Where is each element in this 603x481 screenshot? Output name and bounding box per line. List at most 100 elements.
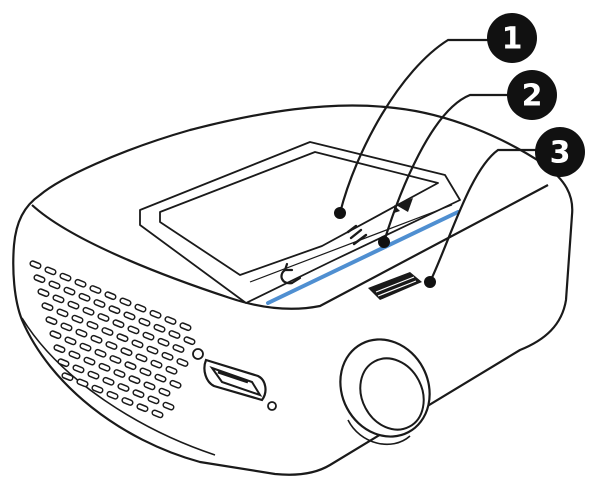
vent-slot	[78, 292, 91, 302]
vent-slot	[108, 305, 121, 315]
vent-slot	[123, 311, 136, 321]
vent-slot	[82, 306, 95, 316]
accent-strip	[266, 210, 460, 305]
vent-slot	[87, 370, 100, 380]
vent-slot	[136, 403, 149, 413]
vent-slot	[67, 300, 80, 310]
panel-divider	[249, 204, 453, 283]
vent-slot	[158, 387, 171, 397]
vent-slot	[183, 336, 196, 346]
touchpad-area	[159, 151, 439, 276]
vent-slot	[154, 373, 167, 383]
top-face-edge	[31, 184, 549, 310]
vent-slot	[116, 333, 129, 343]
vent-slot	[48, 280, 61, 290]
vent-slot	[139, 367, 152, 377]
vent-slot	[121, 397, 134, 406]
vent-slot	[94, 348, 107, 358]
callout-label-1: 1	[502, 22, 523, 57]
vent-slot	[83, 356, 96, 366]
vent-slot	[79, 342, 92, 352]
leader-line-2	[382, 93, 520, 243]
vent-slot	[56, 308, 69, 318]
vent-slot	[157, 337, 170, 347]
vent-slot	[128, 375, 141, 385]
vent-slot	[147, 395, 160, 405]
vent-slot	[146, 345, 159, 355]
callout-label-2: 2	[522, 79, 543, 114]
vent-slot	[44, 266, 57, 276]
vent-slot	[135, 353, 148, 363]
vent-slot	[104, 291, 117, 301]
vent-slot	[33, 274, 46, 284]
vent-slot	[165, 365, 178, 375]
usb-port-icon	[368, 272, 422, 300]
leader-dot-2	[378, 236, 390, 248]
vent-slot	[60, 322, 73, 332]
vent-slot	[45, 316, 58, 326]
vent-slot	[142, 331, 155, 341]
callout-3: 3	[535, 127, 585, 177]
led-indicator	[192, 348, 204, 360]
vent-slot	[101, 327, 114, 336]
vent-slot	[153, 323, 166, 333]
reset-hole	[267, 401, 277, 411]
lens-icon	[339, 338, 431, 445]
hdmi-port-icon	[203, 358, 267, 402]
vent-slot	[105, 341, 118, 350]
front-bottom-edge	[21, 317, 216, 456]
vent-slot	[164, 316, 177, 325]
vent-slot	[93, 299, 106, 308]
vent-slot	[176, 358, 189, 367]
vent-slot	[138, 317, 151, 327]
ventilation-grille	[29, 260, 196, 419]
back-arrow-icon	[280, 262, 302, 285]
vent-slot	[74, 278, 87, 288]
vent-slot	[106, 390, 119, 400]
vent-slot	[89, 285, 102, 294]
vent-slot	[75, 328, 88, 338]
vent-slot	[52, 294, 65, 304]
leader-line-3	[429, 148, 545, 283]
menu-lines-icon	[346, 224, 368, 246]
vent-slot	[49, 330, 62, 340]
vent-slot	[64, 336, 77, 346]
leader-dots	[334, 207, 436, 288]
vent-slot	[124, 361, 137, 371]
vent-slot	[119, 297, 132, 307]
vent-slot	[132, 389, 145, 399]
vent-slot	[98, 362, 111, 372]
vent-slot	[109, 355, 122, 364]
vent-slot	[57, 358, 70, 368]
vent-slot	[113, 369, 126, 378]
vent-slot	[151, 409, 164, 419]
vent-slot	[131, 339, 144, 349]
vent-slot	[72, 364, 85, 374]
leader-dot-1	[334, 207, 346, 219]
vent-slot	[127, 325, 140, 335]
vent-slot	[134, 303, 147, 313]
vent-slot	[172, 344, 185, 353]
leader-lines	[338, 38, 545, 283]
vent-slot	[117, 383, 130, 392]
vent-slot	[68, 350, 81, 360]
vent-slot	[179, 322, 192, 332]
leader-line-1	[338, 38, 500, 214]
leader-dot-3	[424, 276, 436, 288]
vent-slot	[37, 288, 50, 298]
vent-slot	[53, 344, 66, 354]
vent-slot	[102, 376, 115, 386]
vent-slot	[143, 381, 156, 391]
vent-slot	[61, 372, 74, 382]
vent-slot	[97, 313, 110, 322]
vent-slot	[90, 334, 103, 344]
vent-slot	[86, 320, 99, 330]
control-panel	[139, 141, 461, 304]
vent-slot	[59, 272, 72, 282]
vent-slot	[41, 302, 54, 312]
vent-slot	[149, 309, 162, 319]
vent-slot	[91, 384, 104, 394]
vent-slot	[71, 314, 84, 324]
callout-label-3: 3	[550, 136, 571, 171]
